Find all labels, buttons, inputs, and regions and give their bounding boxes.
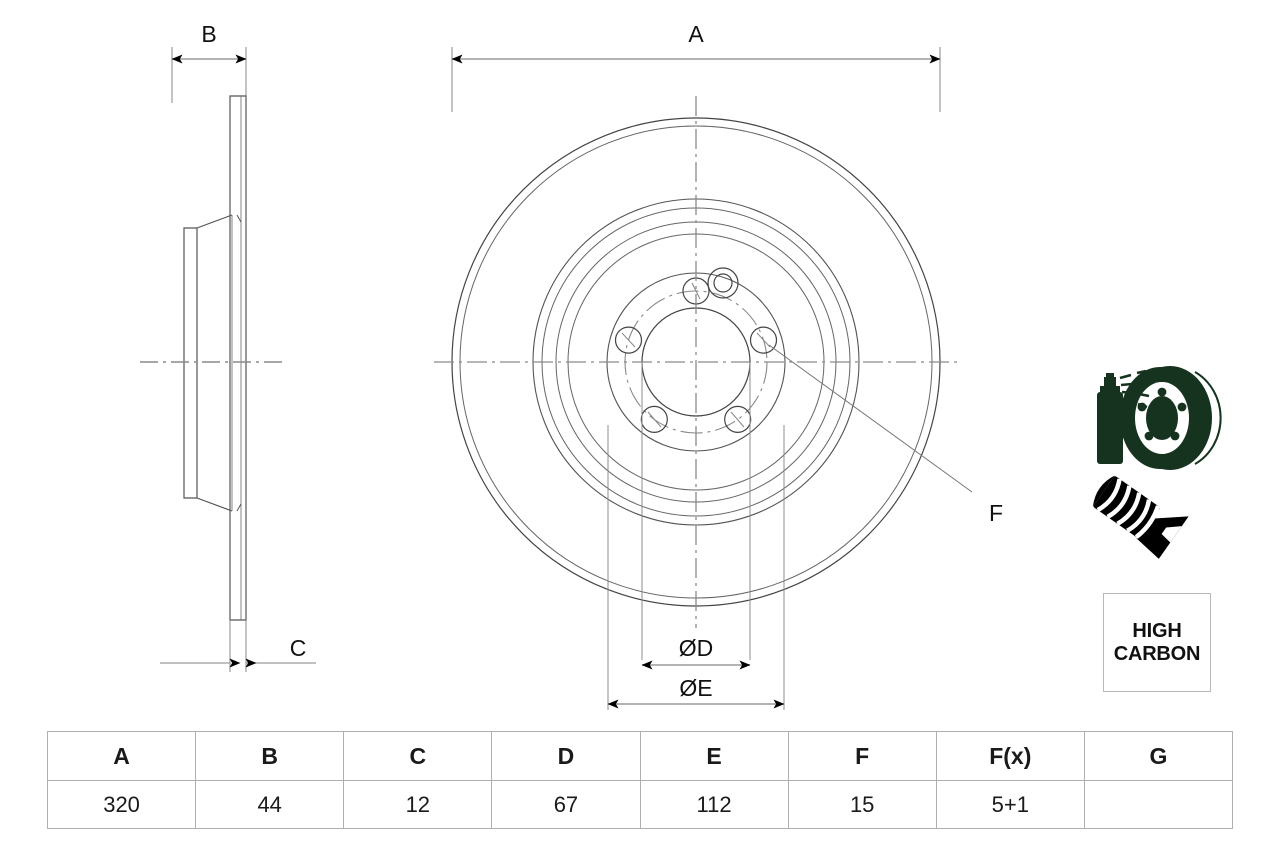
icon-spray-mist — [1119, 369, 1150, 409]
table-header-c: C — [343, 731, 493, 781]
pin-hole-outer — [707, 267, 739, 299]
pin-hole-inner — [713, 273, 733, 293]
high-carbon-line-2: CARBON — [1113, 642, 1201, 665]
table-header-fx: F(x) — [935, 731, 1085, 781]
front-view: A — [434, 21, 1003, 710]
disc-hub-face — [183, 227, 197, 499]
icon-spray-can — [1097, 373, 1123, 464]
table-cell-b: 44 — [195, 780, 345, 829]
table-cell-f: 15 — [787, 780, 937, 829]
table-header-row: A B C D E F F(x) G — [46, 731, 1234, 781]
table-row: 320 44 12 67 112 15 5+1 — [46, 780, 1234, 829]
dimension-label-b: B — [201, 21, 216, 47]
table-header-f: F — [787, 731, 937, 781]
f-leader-line — [768, 344, 973, 493]
bolt-hole-2 — [749, 326, 778, 354]
table-header-g: G — [1083, 731, 1234, 781]
table-header-b: B — [195, 731, 345, 781]
table-header-a: A — [46, 731, 197, 781]
high-carbon-badge: HIGH CARBON — [1103, 593, 1211, 692]
locating-pin-hole — [707, 267, 739, 299]
dimension-label-od: ØD — [679, 635, 714, 661]
table-cell-d: 67 — [491, 780, 641, 829]
disc-notch-top — [236, 214, 242, 223]
table-cell-c: 12 — [343, 780, 493, 829]
dimension-label-a: A — [688, 21, 704, 47]
bolt-hole-4 — [640, 405, 668, 433]
table-header-e: E — [639, 731, 789, 781]
side-section-view: B C — [140, 21, 316, 672]
bolt-hole-3 — [724, 405, 752, 433]
dimension-label-oe: ØE — [679, 675, 712, 701]
spray-can-disc-cleaning-icon — [1097, 366, 1222, 470]
table-cell-e: 112 — [639, 780, 789, 829]
bolt-hole-centre-marks — [621, 282, 771, 428]
dimension-label-c: C — [290, 635, 307, 661]
specification-table: A B C D E F F(x) G 320 44 12 67 112 15 5… — [46, 731, 1234, 829]
table-cell-fx: 5+1 — [935, 780, 1085, 829]
countersunk-screw-icon — [1092, 475, 1189, 559]
table-header-d: D — [491, 731, 641, 781]
icon-disc — [1120, 366, 1222, 470]
bolt-hole-5 — [614, 326, 643, 354]
table-cell-a: 320 — [46, 780, 197, 829]
table-cell-g — [1083, 780, 1234, 829]
disc-notch-bottom — [236, 503, 242, 512]
dimension-label-f: F — [989, 500, 1003, 526]
disc-hub-taper — [196, 214, 233, 512]
high-carbon-line-1: HIGH — [1132, 620, 1182, 643]
